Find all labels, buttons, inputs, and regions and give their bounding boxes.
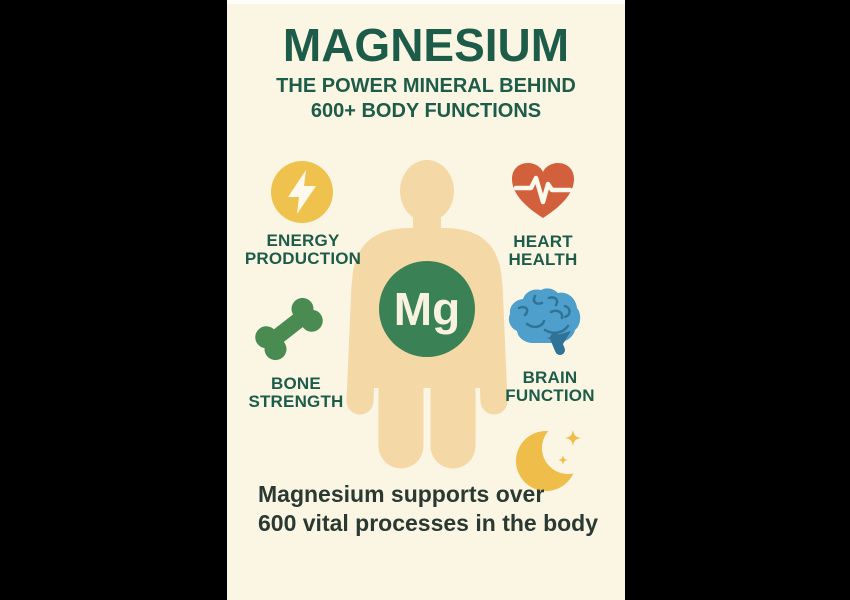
benefit-brain-line2: FUNCTION	[505, 386, 595, 405]
subtitle-line-1: THE POWER MINERAL BEHIND	[276, 75, 576, 97]
human-body-silhouette	[346, 160, 508, 469]
mg-symbol: Mg	[393, 283, 461, 335]
footer-line-2: 600 vital processes in the body	[258, 510, 599, 536]
benefit-bone-line1: BONE	[271, 374, 321, 393]
benefit-brain-line1: BRAIN	[522, 368, 578, 387]
body-left-arm	[346, 271, 379, 415]
benefit-heart-line2: HEALTH	[508, 250, 578, 269]
magnesium-infographic-poster: Mg MAGNESIUM THE POWER MINERAL BEHIND 60…	[227, 0, 625, 600]
footer-text: Magnesium supports over 600 vital proces…	[258, 480, 618, 538]
lightning-bolt-icon	[271, 161, 333, 223]
benefit-energy-line2: PRODUCTION	[244, 249, 362, 268]
subtitle-line-2: 600+ BODY FUNCTIONS	[310, 100, 542, 122]
benefit-energy-line1: ENERGY	[266, 231, 340, 250]
benefit-label-brain: BRAIN FUNCTION	[465, 369, 625, 405]
brain-icon	[508, 288, 581, 355]
heart-pulse-icon	[512, 163, 574, 218]
footer-line-1: Magnesium supports over	[258, 481, 545, 507]
benefit-bone-line2: STRENGTH	[248, 392, 344, 411]
poster-subtitle: THE POWER MINERAL BEHIND 600+ BODY FUNCT…	[227, 74, 625, 124]
bone-icon	[255, 297, 323, 361]
crescent-moon-sparkles-icon	[516, 422, 591, 491]
poster-top-edge	[227, 0, 625, 4]
benefit-label-heart: HEART HEALTH	[458, 233, 625, 269]
mg-circle	[379, 261, 475, 357]
benefit-label-energy: ENERGY PRODUCTION	[227, 232, 388, 268]
benefit-heart-line1: HEART	[513, 232, 573, 251]
body-right-arm	[475, 271, 508, 415]
benefit-label-bone: BONE STRENGTH	[227, 375, 381, 411]
poster-title: MAGNESIUM	[282, 19, 570, 71]
